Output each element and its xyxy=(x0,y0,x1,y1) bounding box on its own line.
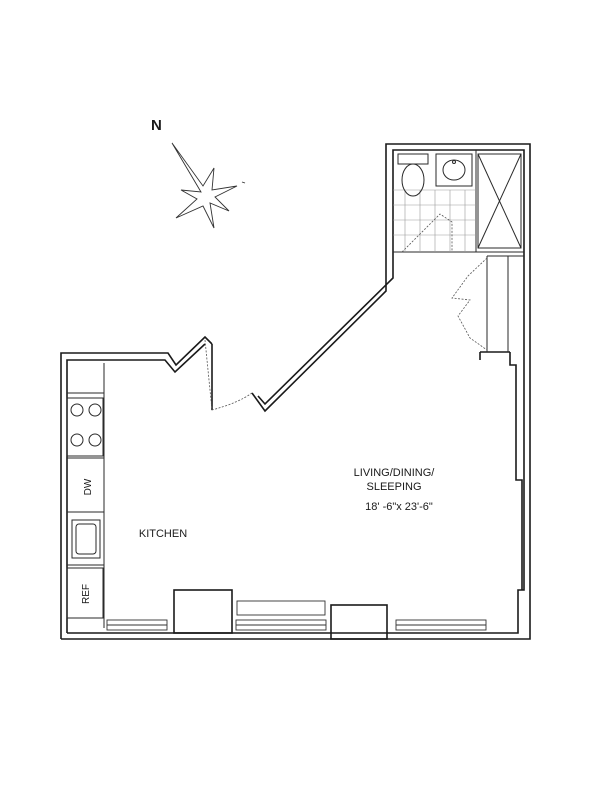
living-dimensions: 18' -6"x 23'-6" xyxy=(365,501,433,513)
closet xyxy=(451,255,524,352)
north-label: N xyxy=(151,117,162,134)
living-label-line2: SLEEPING xyxy=(366,481,421,493)
dishwasher-label: DW xyxy=(83,478,94,495)
windows xyxy=(106,589,487,640)
bathroom xyxy=(393,150,524,253)
refrigerator: REF xyxy=(66,567,104,619)
dishwasher: DW xyxy=(83,478,94,495)
refrigerator-label: REF xyxy=(81,584,92,604)
kitchen-sink xyxy=(71,519,101,559)
compass-star-icon xyxy=(171,142,238,229)
kitchen-label: KITCHEN xyxy=(139,528,187,540)
bath-sink-icon xyxy=(435,153,473,187)
kitchen-counter xyxy=(67,363,105,628)
living-label-line1: LIVING/DINING/ xyxy=(354,467,436,479)
entry-door xyxy=(204,339,253,411)
bathroom-door xyxy=(401,213,453,253)
compass: N xyxy=(151,117,246,229)
shower-icon xyxy=(477,153,522,249)
closet-door xyxy=(451,257,488,351)
stove xyxy=(66,397,104,457)
living-room-label: LIVING/DINING/ SLEEPING 18' -6"x 23'-6" xyxy=(354,467,436,513)
exterior-walls xyxy=(60,143,531,640)
toilet-icon xyxy=(397,153,429,197)
